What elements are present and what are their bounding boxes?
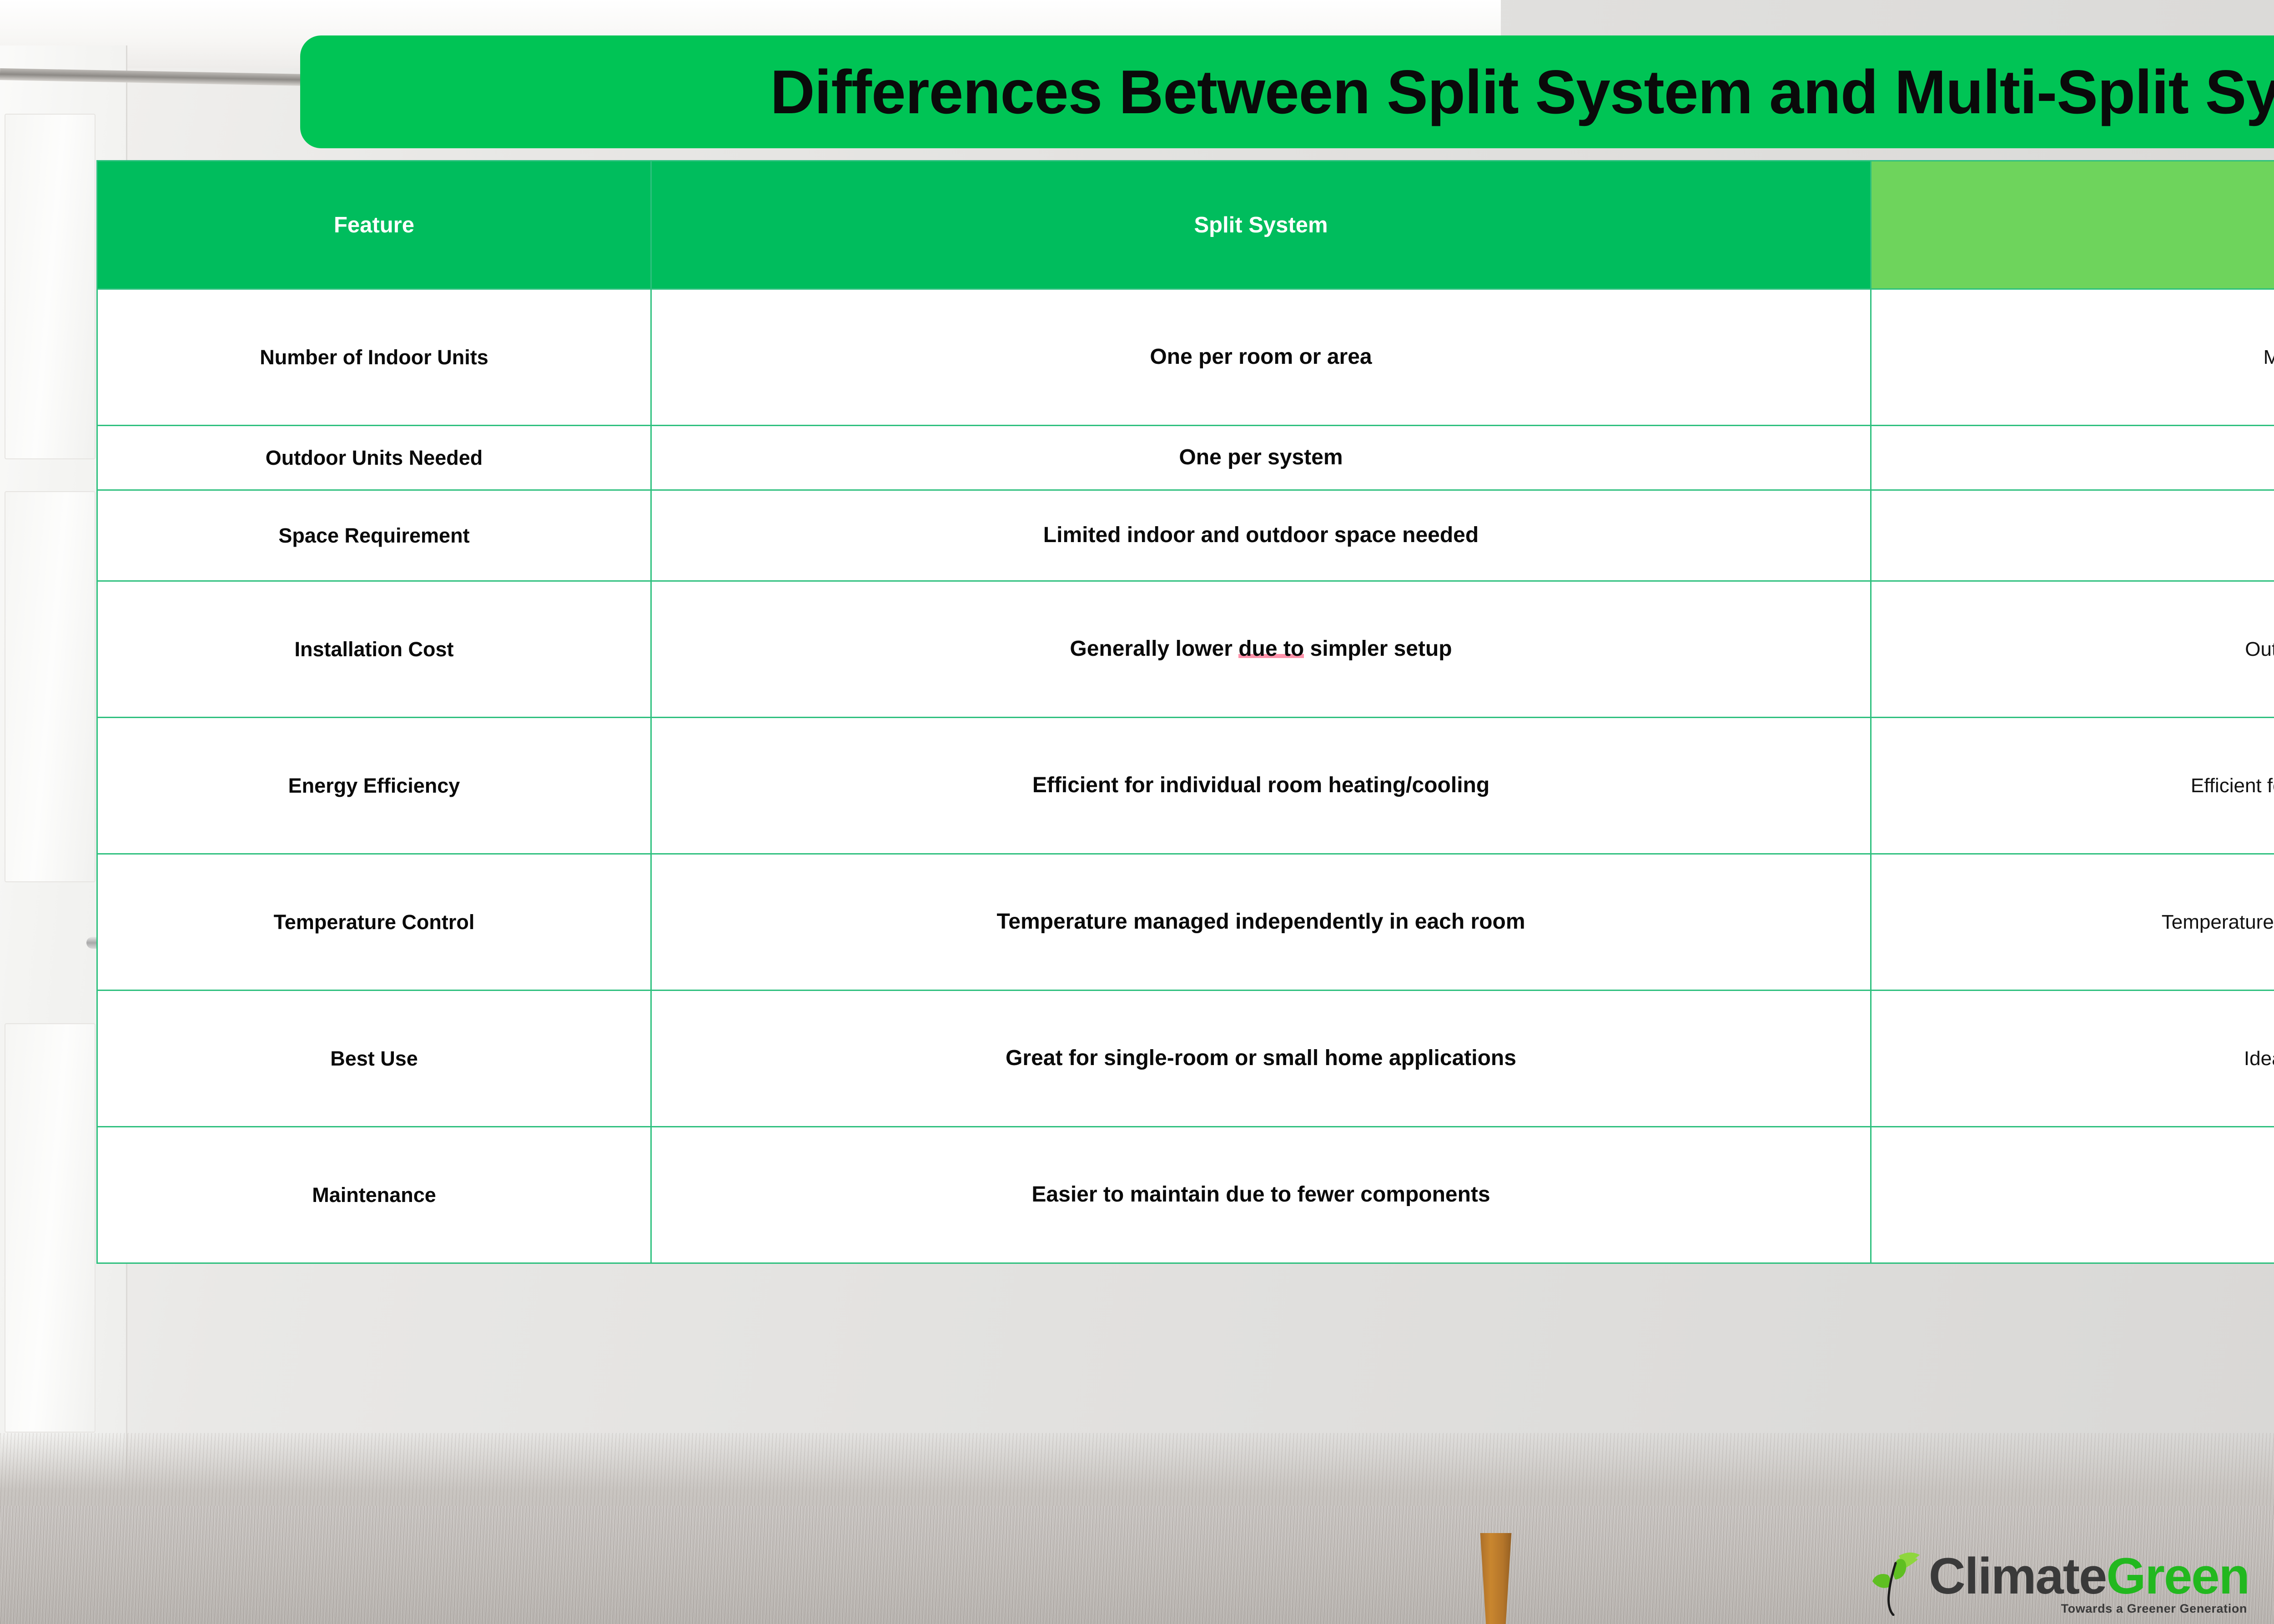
table-leg xyxy=(1480,1533,1512,1624)
door-panel-top xyxy=(5,114,96,459)
spellcheck-flagged-text: due to xyxy=(1238,637,1304,661)
cell-multi: Can be complex due to interconnected uni… xyxy=(1870,1126,2274,1264)
cell-split: One per system xyxy=(650,425,1872,491)
plant-leaf-icon xyxy=(1872,1552,1920,1616)
cell-split: Easier to maintain due to fewer componen… xyxy=(650,1126,1872,1264)
cell-feature: Outdoor Units Needed xyxy=(96,425,652,491)
cell-split: One per room or area xyxy=(650,288,1872,426)
cell-split-text-after: simpler setup xyxy=(1304,637,1452,661)
cell-multi: Higher due to complex connections xyxy=(1870,489,2274,582)
cell-feature: Maintenance xyxy=(96,1126,652,1264)
table-row: Energy Efficiency Efficient for individu… xyxy=(96,717,2274,855)
cell-split: Generally lower due to simpler setup xyxy=(650,580,1872,718)
table-row: Installation Cost Generally lower due to… xyxy=(96,580,2274,718)
logo-tagline: Towards a Greener Generation xyxy=(2061,1602,2247,1615)
table-row: Best Use Great for single-room or small … xyxy=(96,990,2274,1127)
cell-multi: Temperature managed per unit but influen… xyxy=(1870,853,2274,991)
cell-split: Temperature managed independently in eac… xyxy=(650,853,1872,991)
table-row: Temperature Control Temperature managed … xyxy=(96,853,2274,991)
logo-wordmark-wrap: ClimateGreen Towards a Greener Generatio… xyxy=(1929,1550,2250,1616)
door-panel-mid xyxy=(5,491,96,882)
brand-logo: ClimateGreen Towards a Greener Generatio… xyxy=(1867,1548,2250,1616)
cell-feature: Best Use xyxy=(96,990,652,1127)
table-header-row: Feature Split System Multi-Split System xyxy=(96,160,2274,290)
table-header: Feature Split System Multi-Split System xyxy=(96,160,2274,290)
cell-feature: Temperature Control xyxy=(96,853,652,991)
cell-feature: Installation Cost xyxy=(96,580,652,718)
page-title: Differences Between Split System and Mul… xyxy=(770,57,2274,126)
cell-multi: Ideal for larger homes or properties wit… xyxy=(1870,990,2274,1127)
cell-multi: One outdoor unit for multiple indoor uni… xyxy=(1870,425,2274,491)
logo-wordmark: ClimateGreen xyxy=(1929,1550,2250,1601)
cell-feature: Space Requirement xyxy=(96,489,652,582)
cell-multi: Outdoor unit needs more power, space, an… xyxy=(1870,580,2274,718)
table-row: Number of Indoor Units One per room or a… xyxy=(96,288,2274,426)
column-header-multi-split-system: Multi-Split System xyxy=(1870,160,2274,290)
logo-word-green: Green xyxy=(2106,1547,2250,1604)
cell-split: Limited indoor and outdoor space needed xyxy=(650,489,1872,582)
table-body: Number of Indoor Units One per room or a… xyxy=(96,288,2274,1264)
column-header-split-system: Split System xyxy=(650,160,1872,290)
cell-split: Great for single-room or small home appl… xyxy=(650,990,1872,1127)
cell-split-text-before: Generally lower xyxy=(1070,637,1239,661)
column-header-feature: Feature xyxy=(96,160,652,290)
cell-feature: Number of Indoor Units xyxy=(96,288,652,426)
logo-word-climate: Climate xyxy=(1928,1547,2108,1604)
table-row: Space Requirement Limited indoor and out… xyxy=(96,489,2274,582)
cell-multi: Efficient for multi-room comfort, doesn’… xyxy=(1870,717,2274,855)
comparison-table: Feature Split System Multi-Split System … xyxy=(96,160,2274,1264)
cell-feature: Energy Efficiency xyxy=(96,717,652,855)
cell-split: Efficient for individual room heating/co… xyxy=(650,717,1872,855)
page-title-banner: Differences Between Split System and Mul… xyxy=(300,35,2274,148)
cell-multi: Multiple indoor units connected to one o… xyxy=(1870,288,2274,426)
table-row: Outdoor Units Needed One per system One … xyxy=(96,425,2274,491)
door-panel-bottom xyxy=(5,1023,96,1433)
table-row: Maintenance Easier to maintain due to fe… xyxy=(96,1126,2274,1264)
